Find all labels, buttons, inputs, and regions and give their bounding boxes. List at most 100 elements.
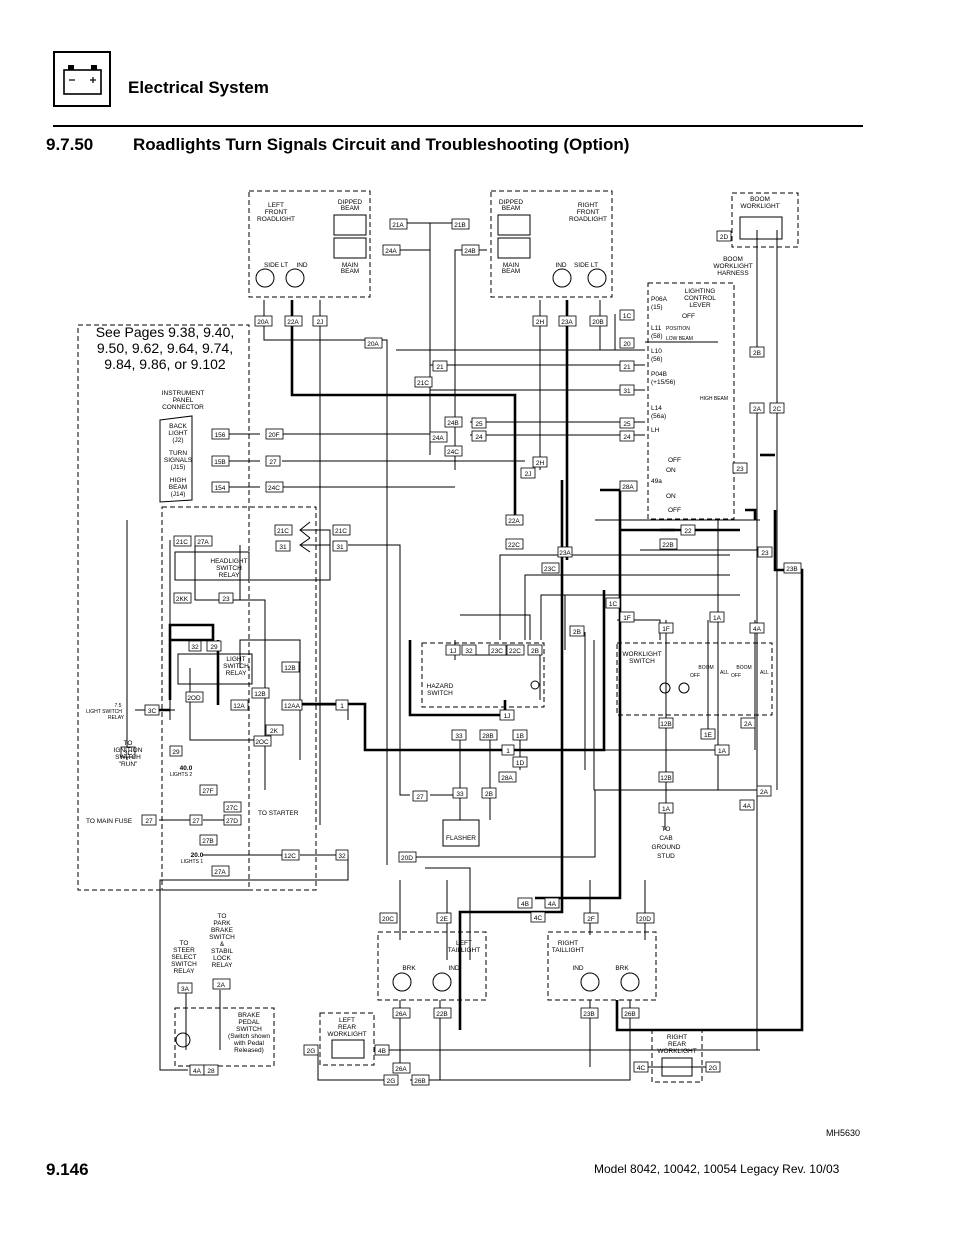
wire-label: 28A: [498, 771, 517, 783]
svg-text:12C: 12C: [284, 853, 296, 860]
svg-text:(+15/56): (+15/56): [651, 379, 675, 386]
svg-text:BRAKE: BRAKE: [238, 1012, 261, 1019]
wire-label: 2OD: [185, 691, 204, 703]
svg-text:TO: TO: [124, 740, 133, 747]
wire-label: 12B: [658, 717, 674, 729]
svg-text:OFF: OFF: [731, 673, 741, 679]
svg-text:BOOM: BOOM: [750, 196, 770, 203]
wire-label: 29: [206, 640, 222, 652]
svg-text:IND: IND: [296, 262, 308, 269]
wire-label: 1E: [700, 728, 716, 740]
wire-label: 2H: [532, 315, 548, 327]
svg-text:24A: 24A: [385, 248, 397, 255]
svg-text:L14: L14: [651, 405, 662, 412]
right-front-roadlight-enclosure: [490, 190, 613, 298]
svg-text:2K: 2K: [270, 728, 279, 735]
svg-text:23B: 23B: [583, 1011, 595, 1018]
svg-text:2J: 2J: [317, 319, 324, 326]
left-rear-worklight-enclosure: [319, 1012, 375, 1066]
svg-text:IND: IND: [572, 965, 584, 972]
wire-label: 24B: [444, 416, 463, 428]
svg-text:33: 33: [456, 791, 464, 798]
wire-label: 1F: [619, 611, 635, 623]
svg-text:HEADLIGHT: HEADLIGHT: [210, 558, 247, 565]
svg-text:LH: LH: [651, 427, 660, 434]
wire-label: 23A: [557, 546, 573, 558]
svg-text:BRK: BRK: [402, 965, 416, 972]
svg-text:3C: 3C: [148, 708, 157, 715]
lamp-symbols: [159, 214, 783, 1077]
svg-text:1E: 1E: [704, 732, 713, 739]
svg-text:2A: 2A: [760, 789, 769, 796]
wire-label: 1A: [714, 744, 730, 756]
svg-text:WORKLIGHT: WORKLIGHT: [657, 1048, 696, 1055]
wire-label: 31: [275, 540, 291, 552]
svg-text:2J: 2J: [525, 471, 532, 478]
wire-label: 1F: [658, 622, 674, 634]
svg-text:STABIL: STABIL: [211, 948, 233, 955]
svg-text:2D: 2D: [720, 234, 729, 241]
svg-text:RELAY: RELAY: [174, 968, 195, 975]
svg-text:TO STARTER: TO STARTER: [258, 810, 299, 817]
svg-text:OFF: OFF: [668, 457, 681, 464]
svg-text:24: 24: [623, 434, 631, 441]
svg-text:27: 27: [145, 818, 153, 825]
svg-text:21: 21: [623, 364, 631, 371]
wire-label: 27A: [211, 865, 230, 877]
svg-text:TO: TO: [662, 826, 671, 833]
svg-text:4C: 4C: [534, 915, 543, 922]
model-revision: Model 8042, 10042, 10054 Legacy Rev. 10/…: [594, 1162, 840, 1176]
svg-text:1: 1: [340, 703, 344, 710]
relay-panel-enclosure: [161, 506, 317, 891]
wire-label: 2KK: [173, 592, 192, 604]
svg-text:2C: 2C: [773, 406, 782, 413]
svg-text:LEFT: LEFT: [268, 202, 284, 209]
svg-text:1F: 1F: [662, 626, 670, 633]
wire-label: 26B: [621, 1007, 640, 1019]
svg-text:3A: 3A: [181, 986, 190, 993]
svg-text:28: 28: [207, 1068, 215, 1075]
svg-text:LEVER: LEVER: [689, 302, 711, 309]
svg-text:24A: 24A: [432, 435, 444, 442]
wire-label: 23C: [488, 644, 507, 656]
wire-label: 2B: [527, 644, 543, 656]
wire-label: 23B: [580, 1007, 599, 1019]
svg-text:12B: 12B: [660, 775, 672, 782]
wire-label: 2C: [769, 402, 785, 414]
wire-label: 1C: [605, 597, 621, 609]
svg-text:23B: 23B: [786, 566, 798, 573]
wire-label: 2J: [312, 315, 328, 327]
svg-text:21C: 21C: [176, 539, 188, 546]
svg-text:BEAM: BEAM: [169, 484, 187, 491]
svg-text:21C: 21C: [335, 528, 347, 535]
wire-label: 1: [501, 744, 515, 756]
battery-icon: [53, 51, 111, 107]
svg-text:REAR: REAR: [338, 1024, 356, 1031]
wire-label: 24: [619, 430, 635, 442]
svg-text:(56a): (56a): [651, 413, 666, 420]
wire-label: 32: [188, 640, 202, 652]
svg-text:BRK: BRK: [615, 965, 629, 972]
svg-text:LIGHT: LIGHT: [226, 656, 245, 663]
wire-label: 22B: [433, 1007, 452, 1019]
svg-text:(56): (56): [651, 356, 663, 363]
wire-label: 4A: [189, 1064, 205, 1076]
lighting-control-lever-enclosure: [647, 282, 735, 520]
wire-label: 2K: [265, 724, 284, 736]
svg-text:IND: IND: [448, 965, 460, 972]
wire-label: 2G: [383, 1074, 399, 1086]
svg-text:2H: 2H: [536, 460, 545, 467]
wire-label: 1J: [445, 644, 461, 656]
svg-text:BOOM: BOOM: [736, 665, 751, 671]
svg-text:IGNITION: IGNITION: [114, 747, 143, 754]
wire-label: 2G: [705, 1061, 721, 1073]
svg-text:MAIN: MAIN: [342, 262, 359, 269]
svg-text:RIGHT: RIGHT: [558, 940, 578, 947]
svg-text:1A: 1A: [662, 806, 671, 813]
svg-text:12B: 12B: [254, 691, 266, 698]
left-front-roadlight-enclosure: [248, 190, 371, 298]
svg-text:25: 25: [475, 421, 483, 428]
wire-label: 21C: [274, 524, 293, 536]
wire-label: 1C: [619, 309, 635, 321]
svg-text:OFF: OFF: [668, 507, 681, 514]
